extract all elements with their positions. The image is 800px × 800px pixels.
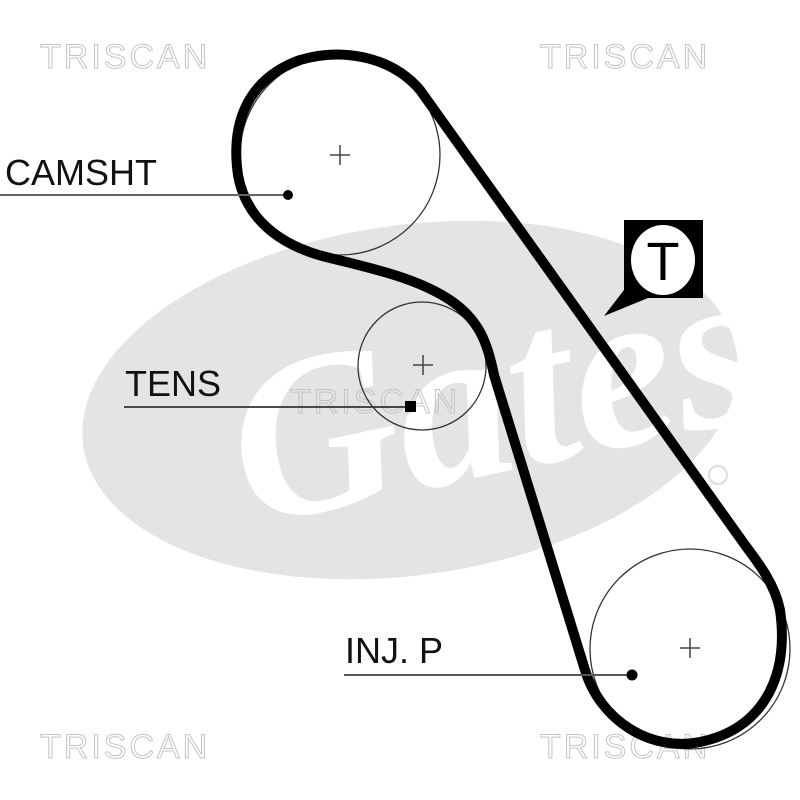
camshaft-label: CAMSHT — [5, 152, 157, 193]
watermark-center: TRISCAN — [290, 383, 460, 421]
tensioner-label: TENS — [125, 363, 221, 404]
camshaft-callout: CAMSHT — [0, 152, 293, 200]
camshaft-center-cross-icon — [330, 145, 350, 165]
pulley-centers — [330, 145, 700, 658]
tensioner-marker-dot-icon — [405, 401, 416, 412]
injection-pump-pulley — [589, 548, 791, 750]
svg-text:T: T — [647, 232, 680, 292]
camshaft-marker-dot-icon — [283, 190, 293, 200]
badge-circle — [631, 225, 695, 295]
tensioner-marker-icon: T — [647, 232, 680, 292]
watermark-top-left: TRISCAN — [40, 38, 210, 76]
tensioner-callout: TENS — [124, 363, 416, 412]
timing-belt — [231, 49, 787, 749]
injection-pump-center-cross-icon — [680, 638, 700, 658]
triscan-watermarks: TRISCAN TRISCAN TRISCAN TRISCAN TRISCAN — [40, 38, 710, 767]
registered-mark-icon — [708, 465, 728, 485]
watermark-top-right: TRISCAN — [540, 38, 710, 76]
injection-pump-callout: INJ. P — [344, 630, 638, 681]
tensioner-pulley — [357, 301, 487, 431]
tensioner-center-cross-icon — [413, 355, 433, 375]
tensioner-side-badge: T — [604, 220, 703, 316]
watermark-bottom-left: TRISCAN — [40, 728, 210, 766]
injection-pump-marker-dot-icon — [626, 669, 638, 681]
injection-pump-label: INJ. P — [345, 630, 443, 671]
